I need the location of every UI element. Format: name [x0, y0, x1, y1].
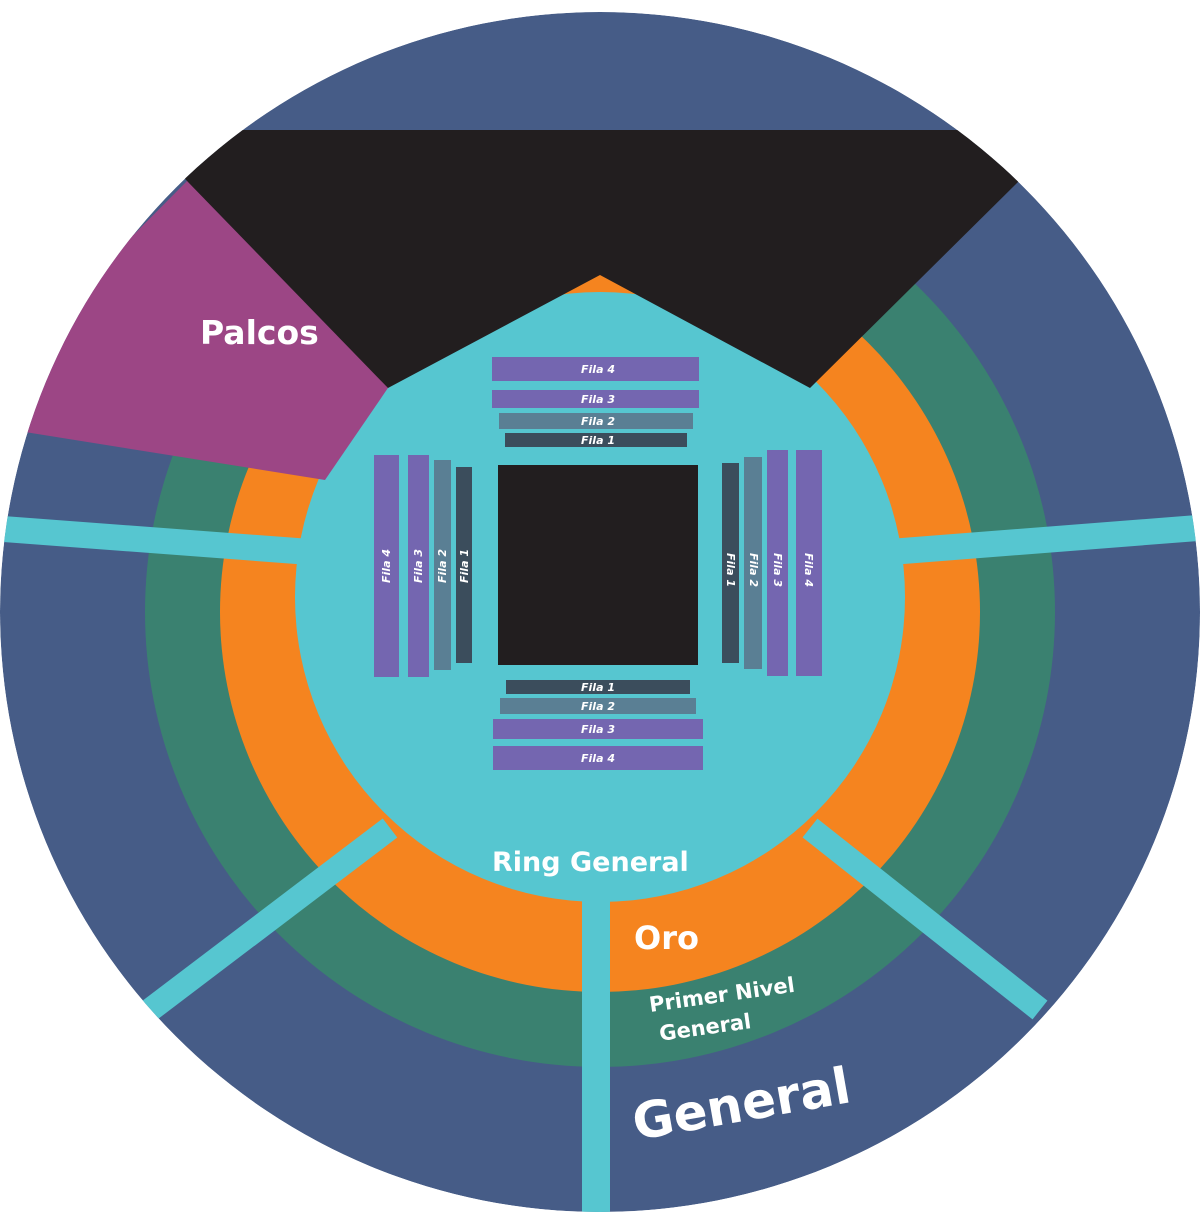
right-fila-2[interactable] — [744, 457, 762, 669]
rows-top: Fila 4 Fila 3 Fila 2 Fila 1 — [492, 357, 699, 447]
right-fila-2-label: Fila 2 — [747, 553, 760, 587]
label-oro: Oro — [634, 919, 699, 957]
left-fila-3[interactable] — [408, 455, 429, 677]
bottom-fila-4[interactable] — [493, 746, 703, 770]
stage-backstage-area — [140, 130, 1060, 388]
bottom-fila-3[interactable] — [493, 719, 703, 739]
label-palcos: Palcos — [200, 313, 319, 352]
rows-left: Fila 4 Fila 3 Fila 2 Fila 1 — [374, 455, 472, 677]
top-fila-3-label: Fila 3 — [581, 393, 615, 406]
rows-right: Fila 1 Fila 2 Fila 3 Fila 4 — [722, 450, 822, 676]
bottom-fila-4-label: Fila 4 — [581, 752, 615, 765]
left-fila-1-label: Fila 1 — [458, 549, 471, 583]
left-fila-4[interactable] — [374, 455, 399, 677]
right-fila-4[interactable] — [796, 450, 822, 676]
left-fila-4-label: Fila 4 — [380, 549, 393, 583]
bottom-fila-2-label: Fila 2 — [581, 700, 615, 713]
top-fila-2[interactable] — [499, 413, 693, 429]
aisle-lower-right — [802, 818, 1048, 1020]
right-fila-3-label: Fila 3 — [771, 553, 784, 587]
right-fila-1-label: Fila 1 — [724, 553, 737, 587]
bottom-fila-1[interactable] — [506, 680, 690, 694]
top-fila-1[interactable] — [505, 433, 687, 447]
left-fila-3-label: Fila 3 — [412, 549, 425, 583]
aisle-left — [0, 515, 311, 565]
boxing-ring — [498, 465, 698, 665]
top-fila-4-label: Fila 4 — [581, 363, 615, 376]
top-fila-1-label: Fila 1 — [581, 434, 615, 447]
bottom-fila-3-label: Fila 3 — [581, 723, 615, 736]
aisle-right — [888, 514, 1200, 565]
label-ring-general: Ring General — [492, 847, 689, 878]
top-fila-2-label: Fila 2 — [581, 415, 615, 428]
aisle-lower-left — [142, 818, 398, 1020]
rows-bottom: Fila 1 Fila 2 Fila 3 Fila 4 — [493, 680, 703, 770]
left-fila-1[interactable] — [456, 467, 472, 663]
right-fila-1[interactable] — [722, 463, 739, 663]
bottom-fila-1-label: Fila 1 — [581, 681, 615, 694]
top-fila-3[interactable] — [492, 390, 699, 408]
right-fila-4-label: Fila 4 — [802, 553, 815, 587]
aisles — [0, 514, 1200, 1212]
section-palcos[interactable] — [0, 180, 390, 480]
right-fila-3[interactable] — [767, 450, 788, 676]
top-fila-4[interactable] — [492, 357, 699, 381]
left-fila-2-label: Fila 2 — [436, 549, 449, 583]
bottom-fila-2[interactable] — [500, 698, 696, 714]
left-fila-2[interactable] — [434, 460, 451, 670]
